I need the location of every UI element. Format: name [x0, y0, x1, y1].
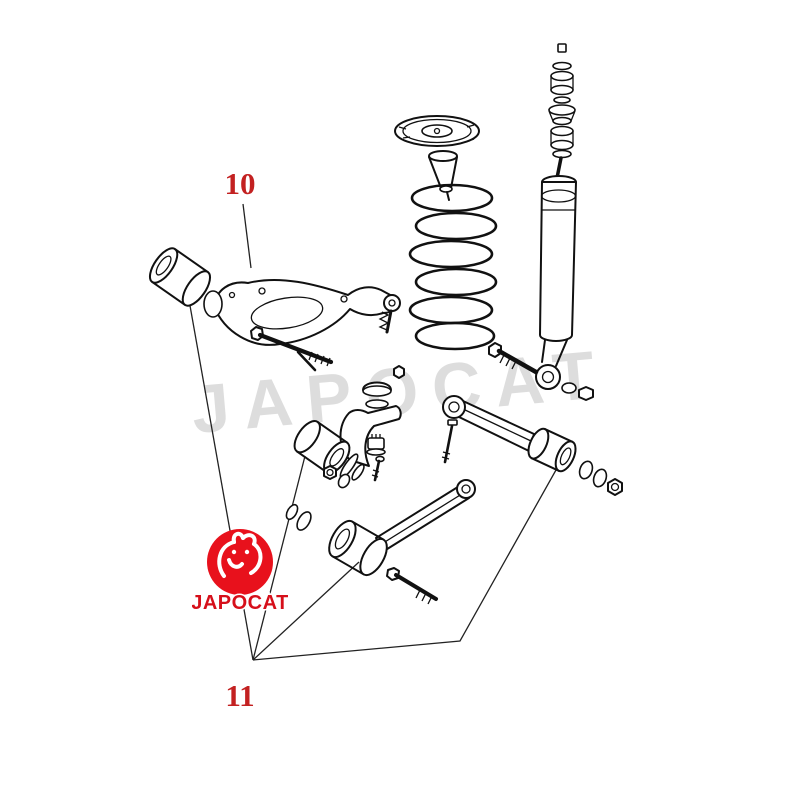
control-arm-bushing — [148, 247, 212, 307]
leader-line-10 — [242, 203, 252, 269]
logo-animal-mark-icon — [217, 531, 263, 578]
upper-lateral-arm — [441, 395, 623, 496]
spring-seat — [394, 115, 480, 147]
callout-part-11[interactable]: 11 — [225, 678, 255, 713]
coil-spring — [408, 183, 498, 351]
bump-stop — [428, 150, 458, 201]
lower-bushing-hardware — [323, 465, 351, 489]
control-arm-bolt — [250, 326, 334, 372]
logo-eye-left — [231, 549, 237, 555]
logo-eye-right — [244, 549, 250, 555]
lower-lateral-arm — [285, 479, 476, 605]
logo-badge-circle — [207, 529, 273, 595]
callout-part-10[interactable]: 10 — [224, 166, 256, 201]
shock-mount-hardware — [548, 43, 576, 159]
upper-control-arm — [203, 278, 401, 346]
leader-lines-11 — [188, 299, 557, 661]
shock-absorber — [488, 156, 594, 401]
logo-wordmark: JAPOCAT — [192, 592, 288, 614]
japocat-logo: JAPOCAT — [192, 529, 288, 616]
